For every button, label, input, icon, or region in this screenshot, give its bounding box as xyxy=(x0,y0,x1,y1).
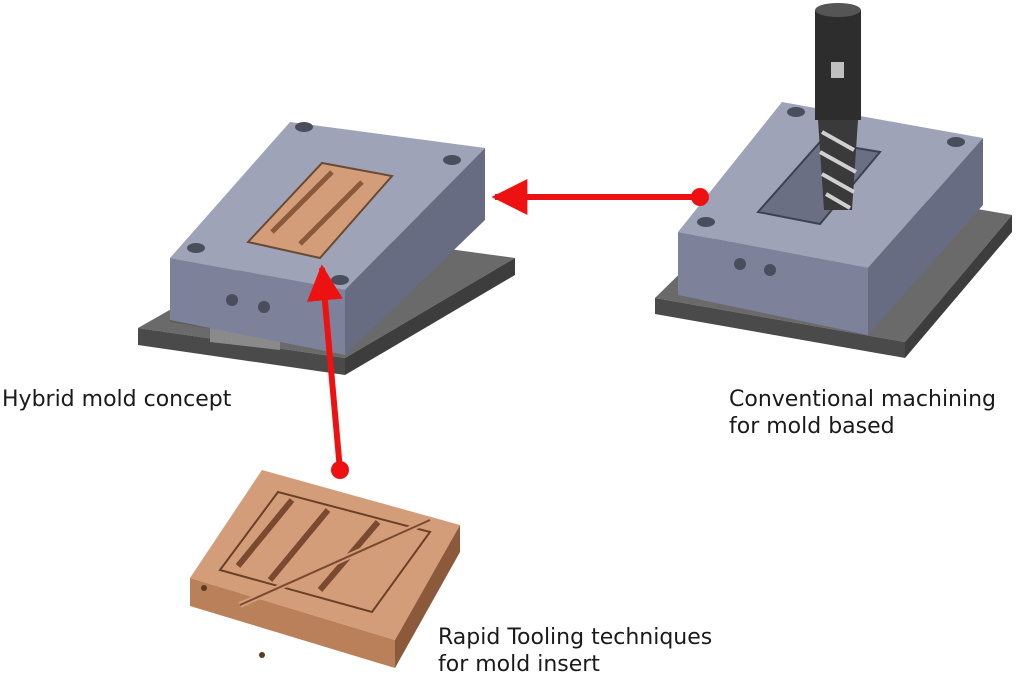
label-conventional-line1: Conventional machining xyxy=(729,387,997,412)
label-rapid-tooling: Rapid Tooling techniques for mold insert xyxy=(438,624,712,678)
hybrid-mold-copper-insert xyxy=(246,161,394,260)
label-hybrid-mold: Hybrid mold concept xyxy=(2,386,231,413)
end-mill-cutter-icon xyxy=(815,3,861,210)
label-conventional-machining: Conventional machining for mold based xyxy=(729,386,996,440)
label-rapid-line2: for mold insert xyxy=(438,652,600,677)
arrow-conventional-to-hybrid xyxy=(491,179,709,215)
rapid-tooling-insert xyxy=(190,470,460,668)
arrow-rapid-to-hybrid xyxy=(306,264,349,479)
label-hybrid-line: Hybrid mold concept xyxy=(2,387,232,412)
conventional-mold-assembly xyxy=(655,3,1012,358)
label-rapid-line1: Rapid Tooling techniques xyxy=(438,625,713,650)
label-conventional-line2: for mold based xyxy=(729,414,895,439)
hybrid-mold-assembly xyxy=(138,122,515,375)
